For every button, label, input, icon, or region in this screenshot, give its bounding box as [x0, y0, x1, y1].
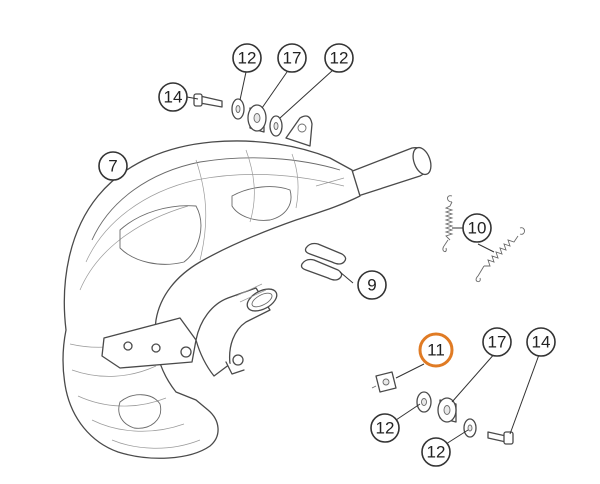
gaskets	[300, 242, 347, 281]
callout-17-top: 17	[277, 43, 307, 73]
exhaust-pipe	[62, 115, 432, 459]
clip-nut	[371, 371, 397, 393]
callout-17-bottom: 17	[482, 327, 512, 357]
callout-label: 12	[330, 49, 349, 68]
callout-label: 17	[488, 333, 507, 352]
callout-label: 12	[376, 419, 395, 438]
bushing-top	[247, 104, 267, 133]
callout-12-bottom-left: 12	[370, 413, 400, 443]
callout-label: 17	[283, 49, 302, 68]
callout-label: 12	[238, 49, 257, 68]
springs	[442, 195, 525, 283]
callout-label: 11	[427, 341, 445, 360]
top-hardware	[193, 93, 283, 137]
callout-label: 14	[164, 88, 183, 107]
callout-10: 10	[462, 213, 492, 243]
washer-bottom-left	[416, 391, 432, 413]
bushing-bottom	[437, 397, 457, 423]
callout-11: 11	[418, 332, 454, 368]
callout-14-bottom: 14	[526, 327, 556, 357]
leader-lines	[186, 69, 541, 445]
callout-12-bottom-right: 12	[421, 437, 451, 467]
callout-label: 12	[427, 443, 446, 462]
callout-7: 7	[98, 151, 128, 181]
bottom-hardware	[371, 371, 514, 445]
washer-bottom-right	[463, 418, 477, 438]
callout-9: 9	[357, 270, 387, 300]
spring-right	[475, 227, 525, 283]
callout-label: 7	[108, 157, 117, 176]
callout-label: 10	[468, 219, 487, 238]
bolt-bottom	[487, 431, 514, 445]
callout-14-top: 14	[158, 82, 188, 112]
callout-label: 9	[367, 276, 376, 295]
washer-top-left	[231, 98, 245, 120]
callout-label: 14	[532, 333, 551, 352]
washer-top-right	[269, 115, 283, 137]
spring-left	[442, 195, 454, 253]
callout-12-top-right: 12	[324, 43, 354, 73]
callout-12-top-left: 12	[232, 43, 262, 73]
bolt-top	[193, 93, 223, 108]
